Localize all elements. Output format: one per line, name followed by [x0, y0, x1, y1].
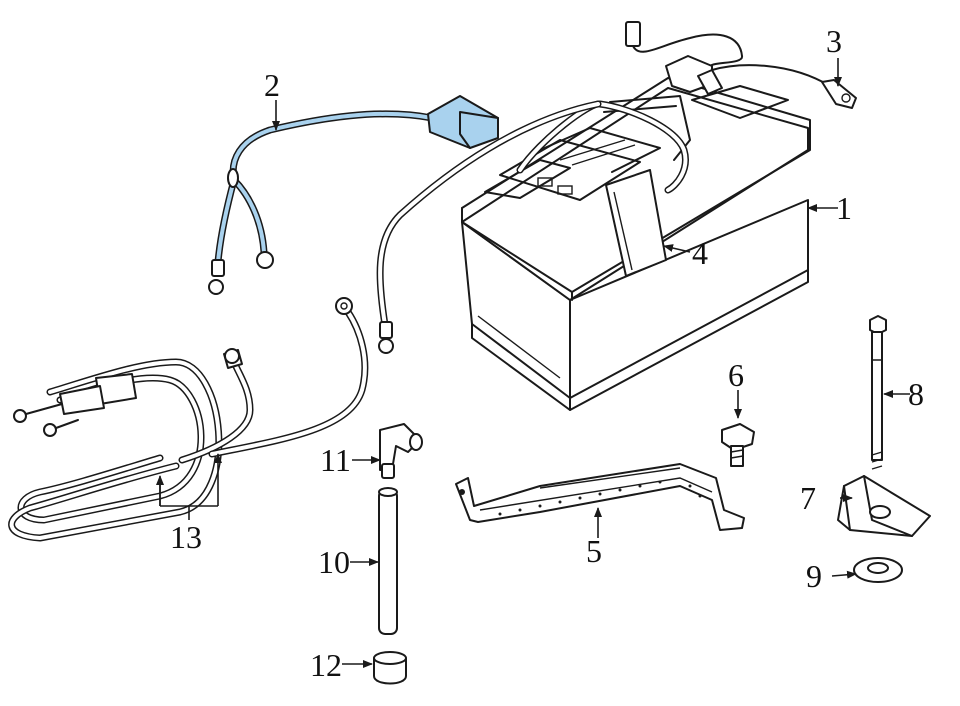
sensor-lead [625, 21, 857, 109]
callout-13: 13 [170, 519, 202, 555]
bolt-6 [721, 423, 755, 467]
callout-2: 2 [264, 67, 280, 103]
callout-3: 3 [826, 23, 842, 59]
callout-7: 7 [800, 480, 816, 516]
grommet-12 [373, 651, 407, 685]
callout-1: 1 [836, 190, 852, 226]
callout-10: 10 [318, 544, 350, 580]
tie-rod-8 [869, 315, 887, 470]
clamp-7 [837, 475, 931, 537]
battery-top-cable [516, 100, 689, 194]
vent-tube-10 [378, 487, 398, 635]
callout-6: 6 [728, 357, 744, 393]
positive-cable-highlighted [208, 95, 499, 295]
tray-bracket-5 [455, 463, 745, 531]
callout-12: 12 [310, 647, 342, 683]
callout-8: 8 [908, 376, 924, 412]
ground-cable [376, 100, 602, 354]
cable-loop-13 [8, 297, 369, 542]
vent-elbow-11 [379, 423, 423, 479]
callout-labels: 1 2 3 4 5 6 7 8 9 10 11 12 13 [170, 23, 924, 683]
callout-4: 4 [692, 235, 708, 271]
nut-9 [853, 557, 903, 583]
callout-9: 9 [806, 558, 822, 594]
leaders [156, 58, 910, 668]
callout-5: 5 [586, 533, 602, 569]
battery [461, 77, 811, 411]
callout-11: 11 [320, 442, 351, 478]
